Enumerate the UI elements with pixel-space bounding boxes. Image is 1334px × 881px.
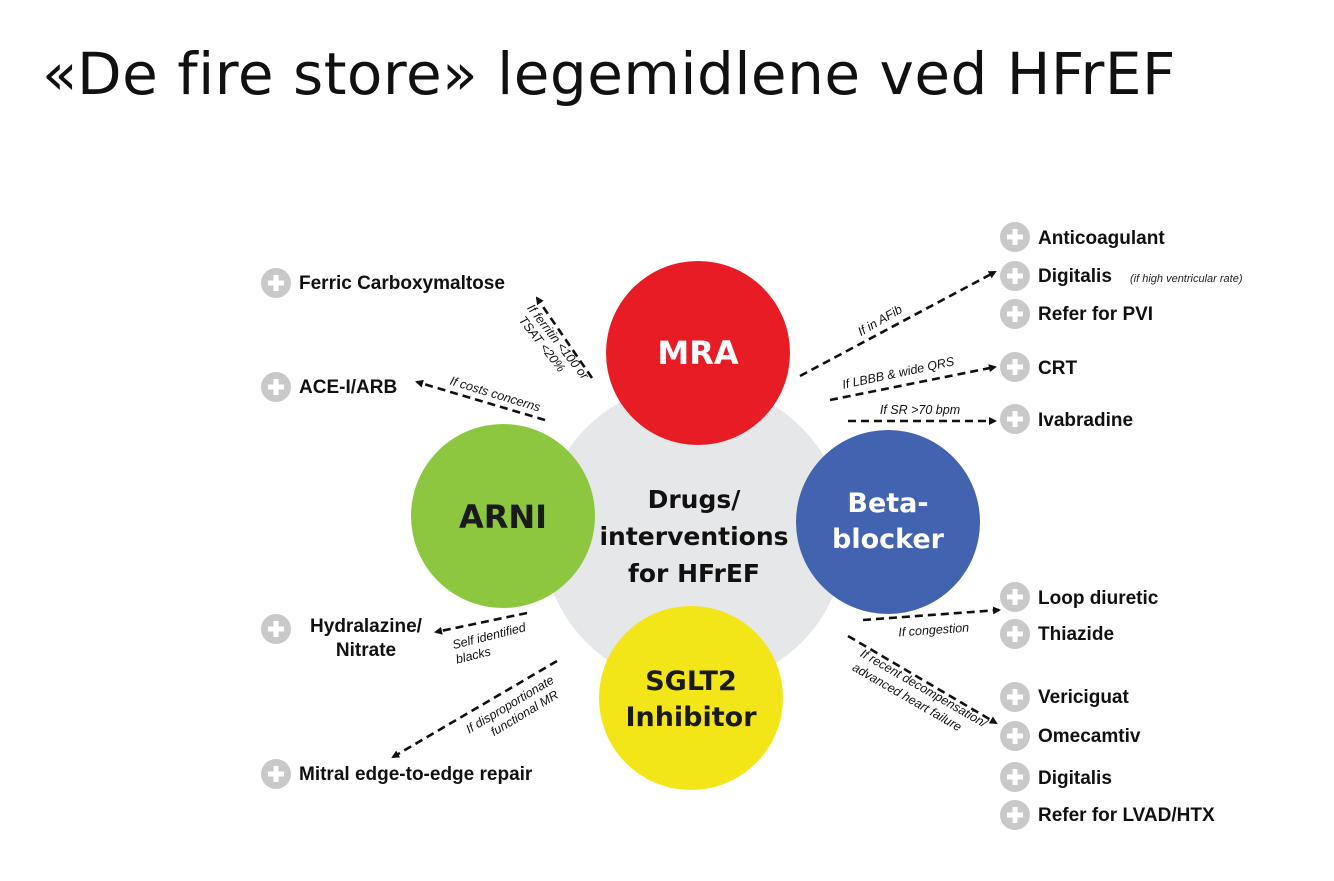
item-mitral: Mitral edge-to-edge repair (299, 764, 533, 785)
cond-blacks-line1: Self identified (451, 620, 528, 652)
arrow-ace (415, 379, 546, 422)
center-disk (542, 383, 846, 687)
arrows (391, 270, 1001, 759)
plus-circle-icon (1000, 352, 1030, 382)
item-anticoagulant: Anticoagulant (1038, 228, 1165, 249)
plus-circle-icon (261, 372, 291, 402)
beta-blocker-label-line2: blocker (832, 524, 945, 555)
item-vericiguat: Vericiguat (1038, 687, 1129, 708)
plus-circle-icon (1000, 682, 1030, 712)
mra-label: MRA (657, 334, 738, 372)
arrow-congestion (862, 606, 1001, 622)
item-omecamtiv: Omecamtiv (1038, 726, 1141, 747)
cond-costs: If costs concerns (448, 374, 542, 415)
plus-circle-icon (1000, 261, 1030, 291)
sglt2-circle (599, 606, 783, 790)
plus-circle-icon (261, 614, 291, 644)
arrow-hydralazine (434, 611, 528, 635)
right-items: Anticoagulant Digitalis (if high ventric… (1000, 222, 1243, 830)
plus-circle-icon (1000, 582, 1030, 612)
plus-circle-icon (261, 268, 291, 298)
item-digitalis-hf: Digitalis (1038, 768, 1112, 789)
item-ace: ACE-I/ARB (299, 377, 397, 398)
cond-sr: If SR >70 bpm (880, 403, 960, 417)
arrow-crt (829, 364, 997, 402)
plus-circle-icon (1000, 762, 1030, 792)
item-hydralazine-line1: Hydralazine/ (310, 616, 423, 637)
sglt2-label-line2: Inhibitor (625, 702, 757, 733)
item-pvi: Refer for PVI (1038, 304, 1153, 325)
mra-circle (606, 261, 790, 445)
item-crt: CRT (1038, 358, 1077, 379)
cond-afib: If in AFib (855, 302, 904, 339)
slide-title: «De fire store» legemidlene ved HFrEF (42, 40, 1176, 108)
arrow-ferric (535, 296, 594, 379)
arni-circle (411, 424, 595, 608)
item-thiazide: Thiazide (1038, 624, 1114, 645)
arni-label: ARNI (459, 498, 547, 536)
left-items: Ferric Carboxymaltose ACE-I/ARB Hydralaz… (261, 268, 533, 789)
plus-circle-icon (1000, 619, 1030, 649)
center-label-line1: Drugs/ (648, 485, 742, 514)
item-digitalis-note: (if high ventricular rate) (1130, 273, 1243, 285)
plus-circle-icon (1000, 299, 1030, 329)
arrow-afib (799, 270, 997, 378)
beta-blocker-circle (796, 430, 980, 614)
plus-circle-icon (261, 759, 291, 789)
plus-circle-icon (1000, 721, 1030, 751)
beta-blocker-label-line1: Beta- (847, 488, 928, 519)
item-hydralazine-line2: Nitrate (336, 640, 396, 661)
arrow-mitral (391, 659, 558, 759)
plus-circle-icon (1000, 800, 1030, 830)
item-loop: Loop diuretic (1038, 588, 1159, 609)
item-digitalis-afib: Digitalis (1038, 266, 1112, 287)
plus-circle-icon (1000, 222, 1030, 252)
arrow-decompensation (847, 634, 998, 725)
cond-decomp-line1: If recent decompensation/ (858, 646, 991, 731)
plus-circle-icon (1000, 404, 1030, 434)
item-ivabradine: Ivabradine (1038, 410, 1133, 431)
sglt2-label-line1: SGLT2 (645, 666, 737, 697)
center-label-line3: for HFrEF (628, 559, 760, 588)
item-ferric: Ferric Carboxymaltose (299, 273, 505, 294)
cond-congestion: If congestion (898, 621, 970, 640)
center-label-line2: interventions (599, 522, 788, 551)
item-lvad: Refer for LVAD/HTX (1038, 805, 1215, 826)
